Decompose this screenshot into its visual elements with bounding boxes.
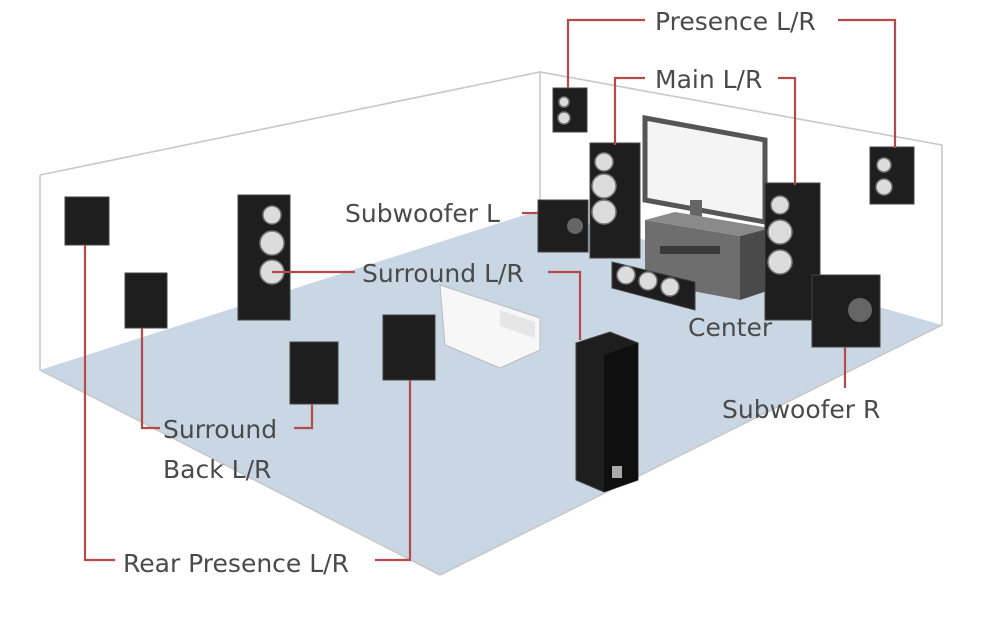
main-left-speaker xyxy=(589,142,641,259)
surround-back-right-speaker xyxy=(289,341,339,405)
leader-lines xyxy=(83,18,897,562)
presence-right-speaker xyxy=(869,146,915,205)
subwoofer-right xyxy=(811,274,881,348)
presence-label: Presence L/R xyxy=(655,7,816,36)
subwoofer-l-label: Subwoofer L xyxy=(345,199,500,228)
surround-left-speaker xyxy=(237,194,291,321)
surround-label: Surround L/R xyxy=(362,259,524,288)
rear-presence-right-speaker xyxy=(382,314,436,381)
subwoofer-r-label: Subwoofer R xyxy=(722,395,880,424)
surround-back-left-speaker xyxy=(124,272,168,329)
subwoofer-left xyxy=(537,199,589,253)
center-label: Center xyxy=(688,313,773,342)
room-wireframe xyxy=(39,71,943,576)
tv-screen xyxy=(642,115,768,225)
presence-left-speaker xyxy=(552,87,588,133)
center-speaker xyxy=(611,261,696,311)
listening-seat xyxy=(439,284,541,369)
surround-right-speaker xyxy=(575,331,639,493)
main-right-speaker xyxy=(764,182,821,321)
rear-presence-left-speaker xyxy=(64,196,110,246)
surround-back-label-line2: Back L/R xyxy=(163,455,271,484)
rear-presence-label: Rear Presence L/R xyxy=(123,549,349,578)
surround-back-label-line1: Surround xyxy=(163,415,277,444)
main-label: Main L/R xyxy=(655,65,762,94)
